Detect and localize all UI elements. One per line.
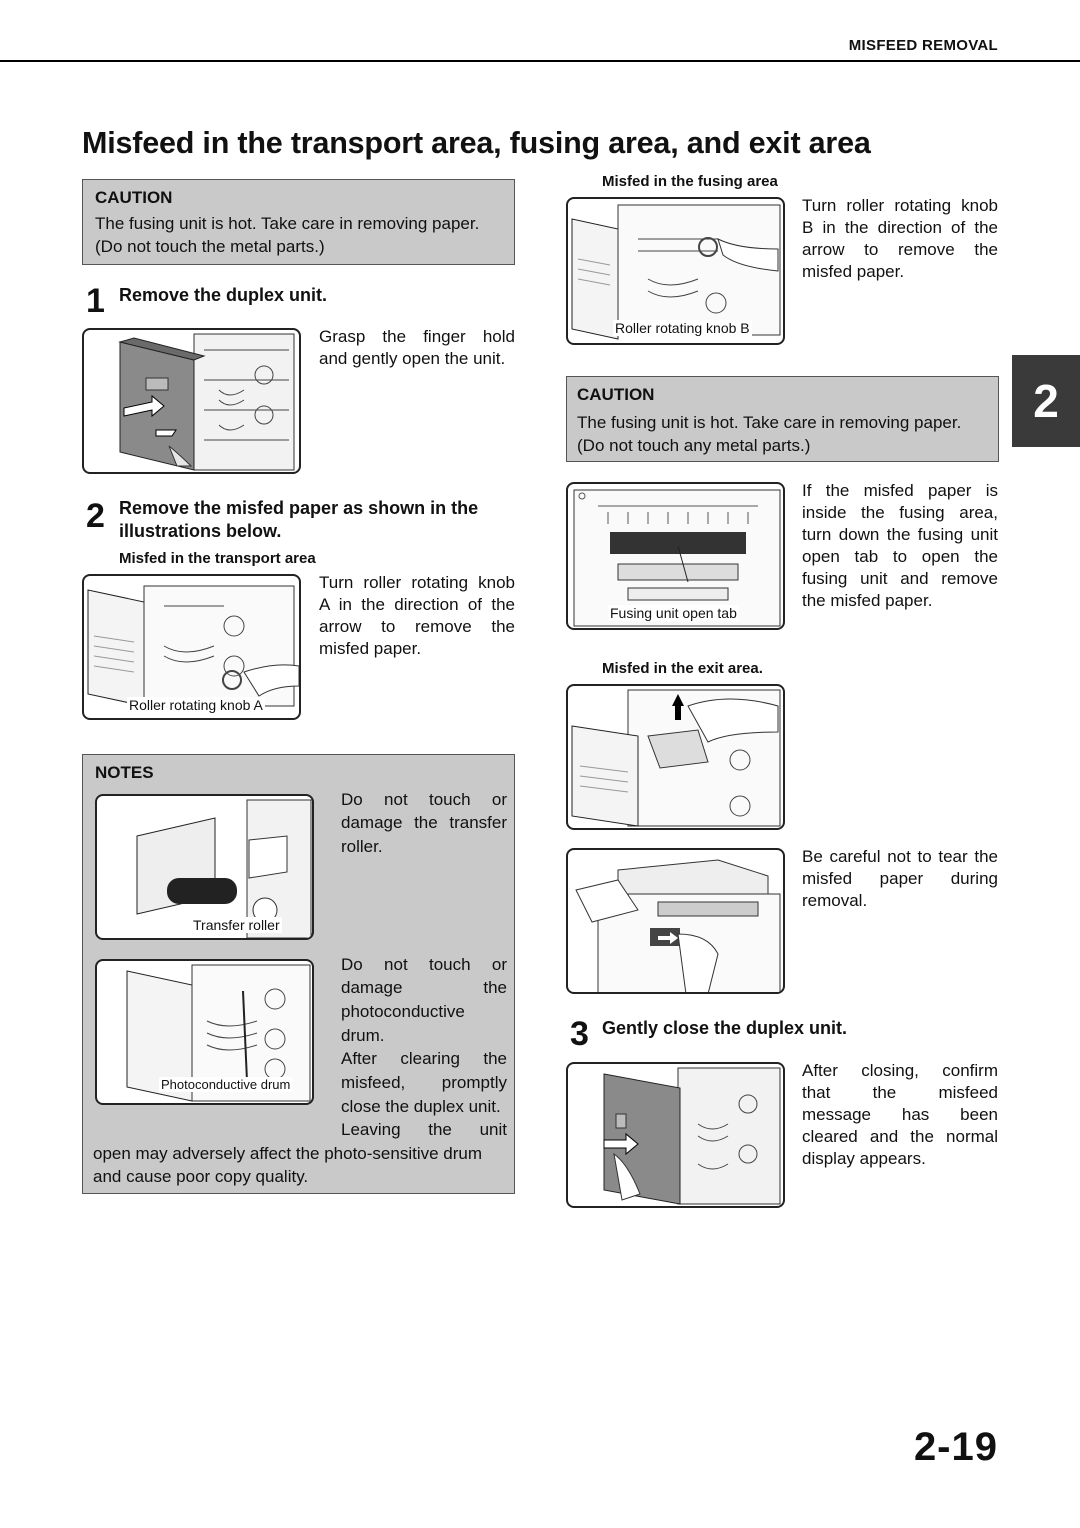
roller-knob-b-label: Roller rotating knob B xyxy=(613,320,752,336)
step-3-line-1: After closing, confirm xyxy=(802,1061,998,1080)
exit-instruction-line-3: removal. xyxy=(802,891,868,910)
transport-area-heading: Misfed in the transport area xyxy=(119,550,316,567)
close-duplex-illustration xyxy=(566,1062,785,1208)
fusing-unit-illustration: Fusing unit open tab xyxy=(566,482,785,630)
exit-instruction-line-2: misfed paper during xyxy=(802,869,998,888)
note-2-continuation-1: open may adversely affect the photo-sens… xyxy=(93,1144,483,1163)
step-2-title-line-1: Remove the misfed paper as shown in the xyxy=(119,498,479,518)
note-1-line-3: roller. xyxy=(341,837,383,856)
fusing-inside-line-4: open tab to open the xyxy=(802,547,998,566)
duplex-unit-illustration xyxy=(82,328,301,474)
caution-box-2: CAUTION The fusing unit is hot. Take car… xyxy=(566,376,999,462)
fusing-inside-line-6: the misfed paper. xyxy=(802,591,933,610)
note-2-line-8: Leaving the unit xyxy=(341,1120,507,1139)
caution-text-line-1: The fusing unit is hot. Take care in rem… xyxy=(95,214,480,233)
fusing-inside-line-1: If the misfed paper is xyxy=(802,481,998,500)
step-1-number: 1 xyxy=(86,282,105,320)
caution-text-line-2: (Do not touch any metal parts.) xyxy=(577,436,811,455)
fusing-unit-open-tab-label: Fusing unit open tab xyxy=(608,605,739,621)
note-2-line-5: After clearing the xyxy=(341,1049,507,1068)
note-2-line-4: drum. xyxy=(341,1026,385,1045)
chapter-tab: 2 xyxy=(1012,355,1080,447)
note-1-line-1: Do not touch or xyxy=(341,790,507,809)
step-3-line-2: that the misfeed xyxy=(802,1083,998,1102)
step-2-title-line-2: illustrations below. xyxy=(119,521,282,541)
transport-instruction-line-1: Turn roller rotating knob xyxy=(319,573,515,592)
exit-instruction-line-1: Be careful not to tear the xyxy=(802,847,998,866)
step-1-desc-line-2: and gently open the unit. xyxy=(319,349,506,368)
step-3-line-4: cleared and the normal xyxy=(802,1127,998,1146)
step-3-line-5: display appears. xyxy=(802,1149,926,1168)
fusing-inside-line-3: turn down the fusing unit xyxy=(802,525,998,544)
page-title: Misfeed in the transport area, fusing ar… xyxy=(82,126,871,160)
note-1-line-2: damage the transfer xyxy=(341,813,507,832)
transport-area-illustration: Roller rotating knob A xyxy=(82,574,301,720)
transfer-roller-label: Transfer roller xyxy=(191,917,282,933)
section-header-label: MISFEED REMOVAL xyxy=(848,37,998,54)
note-2-line-2: damage the xyxy=(341,978,507,997)
note-2-line-7: close the duplex unit. xyxy=(341,1097,501,1116)
step-1-title: Remove the duplex unit. xyxy=(119,285,328,305)
fusing-inside-line-5: fusing unit and remove xyxy=(802,569,998,588)
step-3-title: Gently close the duplex unit. xyxy=(602,1018,848,1038)
caution-text-line-1: The fusing unit is hot. Take care in rem… xyxy=(577,413,962,432)
caution-box-1: CAUTION The fusing unit is hot. Take car… xyxy=(82,179,515,265)
exit-area-illustration-1 xyxy=(566,684,785,830)
transfer-roller-illustration: Transfer roller xyxy=(95,794,314,940)
exit-area-heading: Misfed in the exit area. xyxy=(602,660,763,677)
fusing-area-illustration: Roller rotating knob B xyxy=(566,197,785,345)
fusing-inside-line-2: inside the fusing area, xyxy=(802,503,998,522)
fusing-instruction-line-3: arrow to remove the xyxy=(802,240,998,259)
fusing-instruction-line-2: B in the direction of the xyxy=(802,218,998,237)
transport-instruction-line-4: misfed paper. xyxy=(319,639,422,658)
page-number: 2-19 xyxy=(913,1425,998,1469)
note-2-line-6: misfeed, promptly xyxy=(341,1073,507,1092)
header-rule xyxy=(0,60,1080,62)
caution-heading: CAUTION xyxy=(95,188,173,207)
roller-knob-a-label: Roller rotating knob A xyxy=(127,697,265,713)
fusing-area-heading: Misfed in the fusing area xyxy=(602,173,778,190)
step-1-desc-line-1: Grasp the finger hold xyxy=(319,327,515,346)
notes-heading: NOTES xyxy=(95,763,154,782)
caution-heading: CAUTION xyxy=(577,385,655,404)
caution-text-line-2: (Do not touch the metal parts.) xyxy=(95,237,325,256)
transport-instruction-line-3: arrow to remove the xyxy=(319,617,515,636)
transport-instruction-line-2: A in the direction of the xyxy=(319,595,515,614)
note-2-continuation-2: and cause poor copy quality. xyxy=(93,1167,309,1186)
fusing-instruction-line-1: Turn roller rotating knob xyxy=(802,196,998,215)
step-2-number: 2 xyxy=(86,497,105,535)
notes-box: NOTES Transfer roller Do not touch or da… xyxy=(82,754,515,1194)
note-2-line-3: photoconductive xyxy=(341,1002,465,1021)
exit-area-illustration-2 xyxy=(566,848,785,994)
photoconductive-drum-illustration: Photoconductive drum xyxy=(95,959,314,1105)
fusing-instruction-line-4: misfed paper. xyxy=(802,262,905,281)
note-2-line-1: Do not touch or xyxy=(341,955,507,974)
step-3-number: 3 xyxy=(570,1015,589,1053)
photoconductive-drum-label: Photoconductive drum xyxy=(159,1077,293,1092)
step-3-line-3: message has been xyxy=(802,1105,998,1124)
